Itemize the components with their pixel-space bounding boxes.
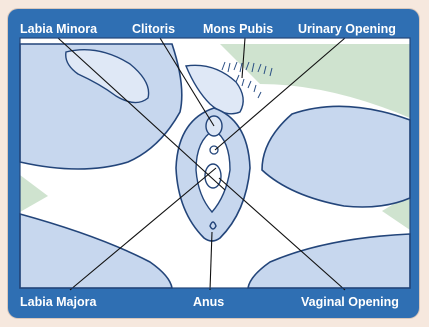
anus-shape — [210, 222, 216, 229]
urinary-opening-shape — [210, 146, 218, 154]
